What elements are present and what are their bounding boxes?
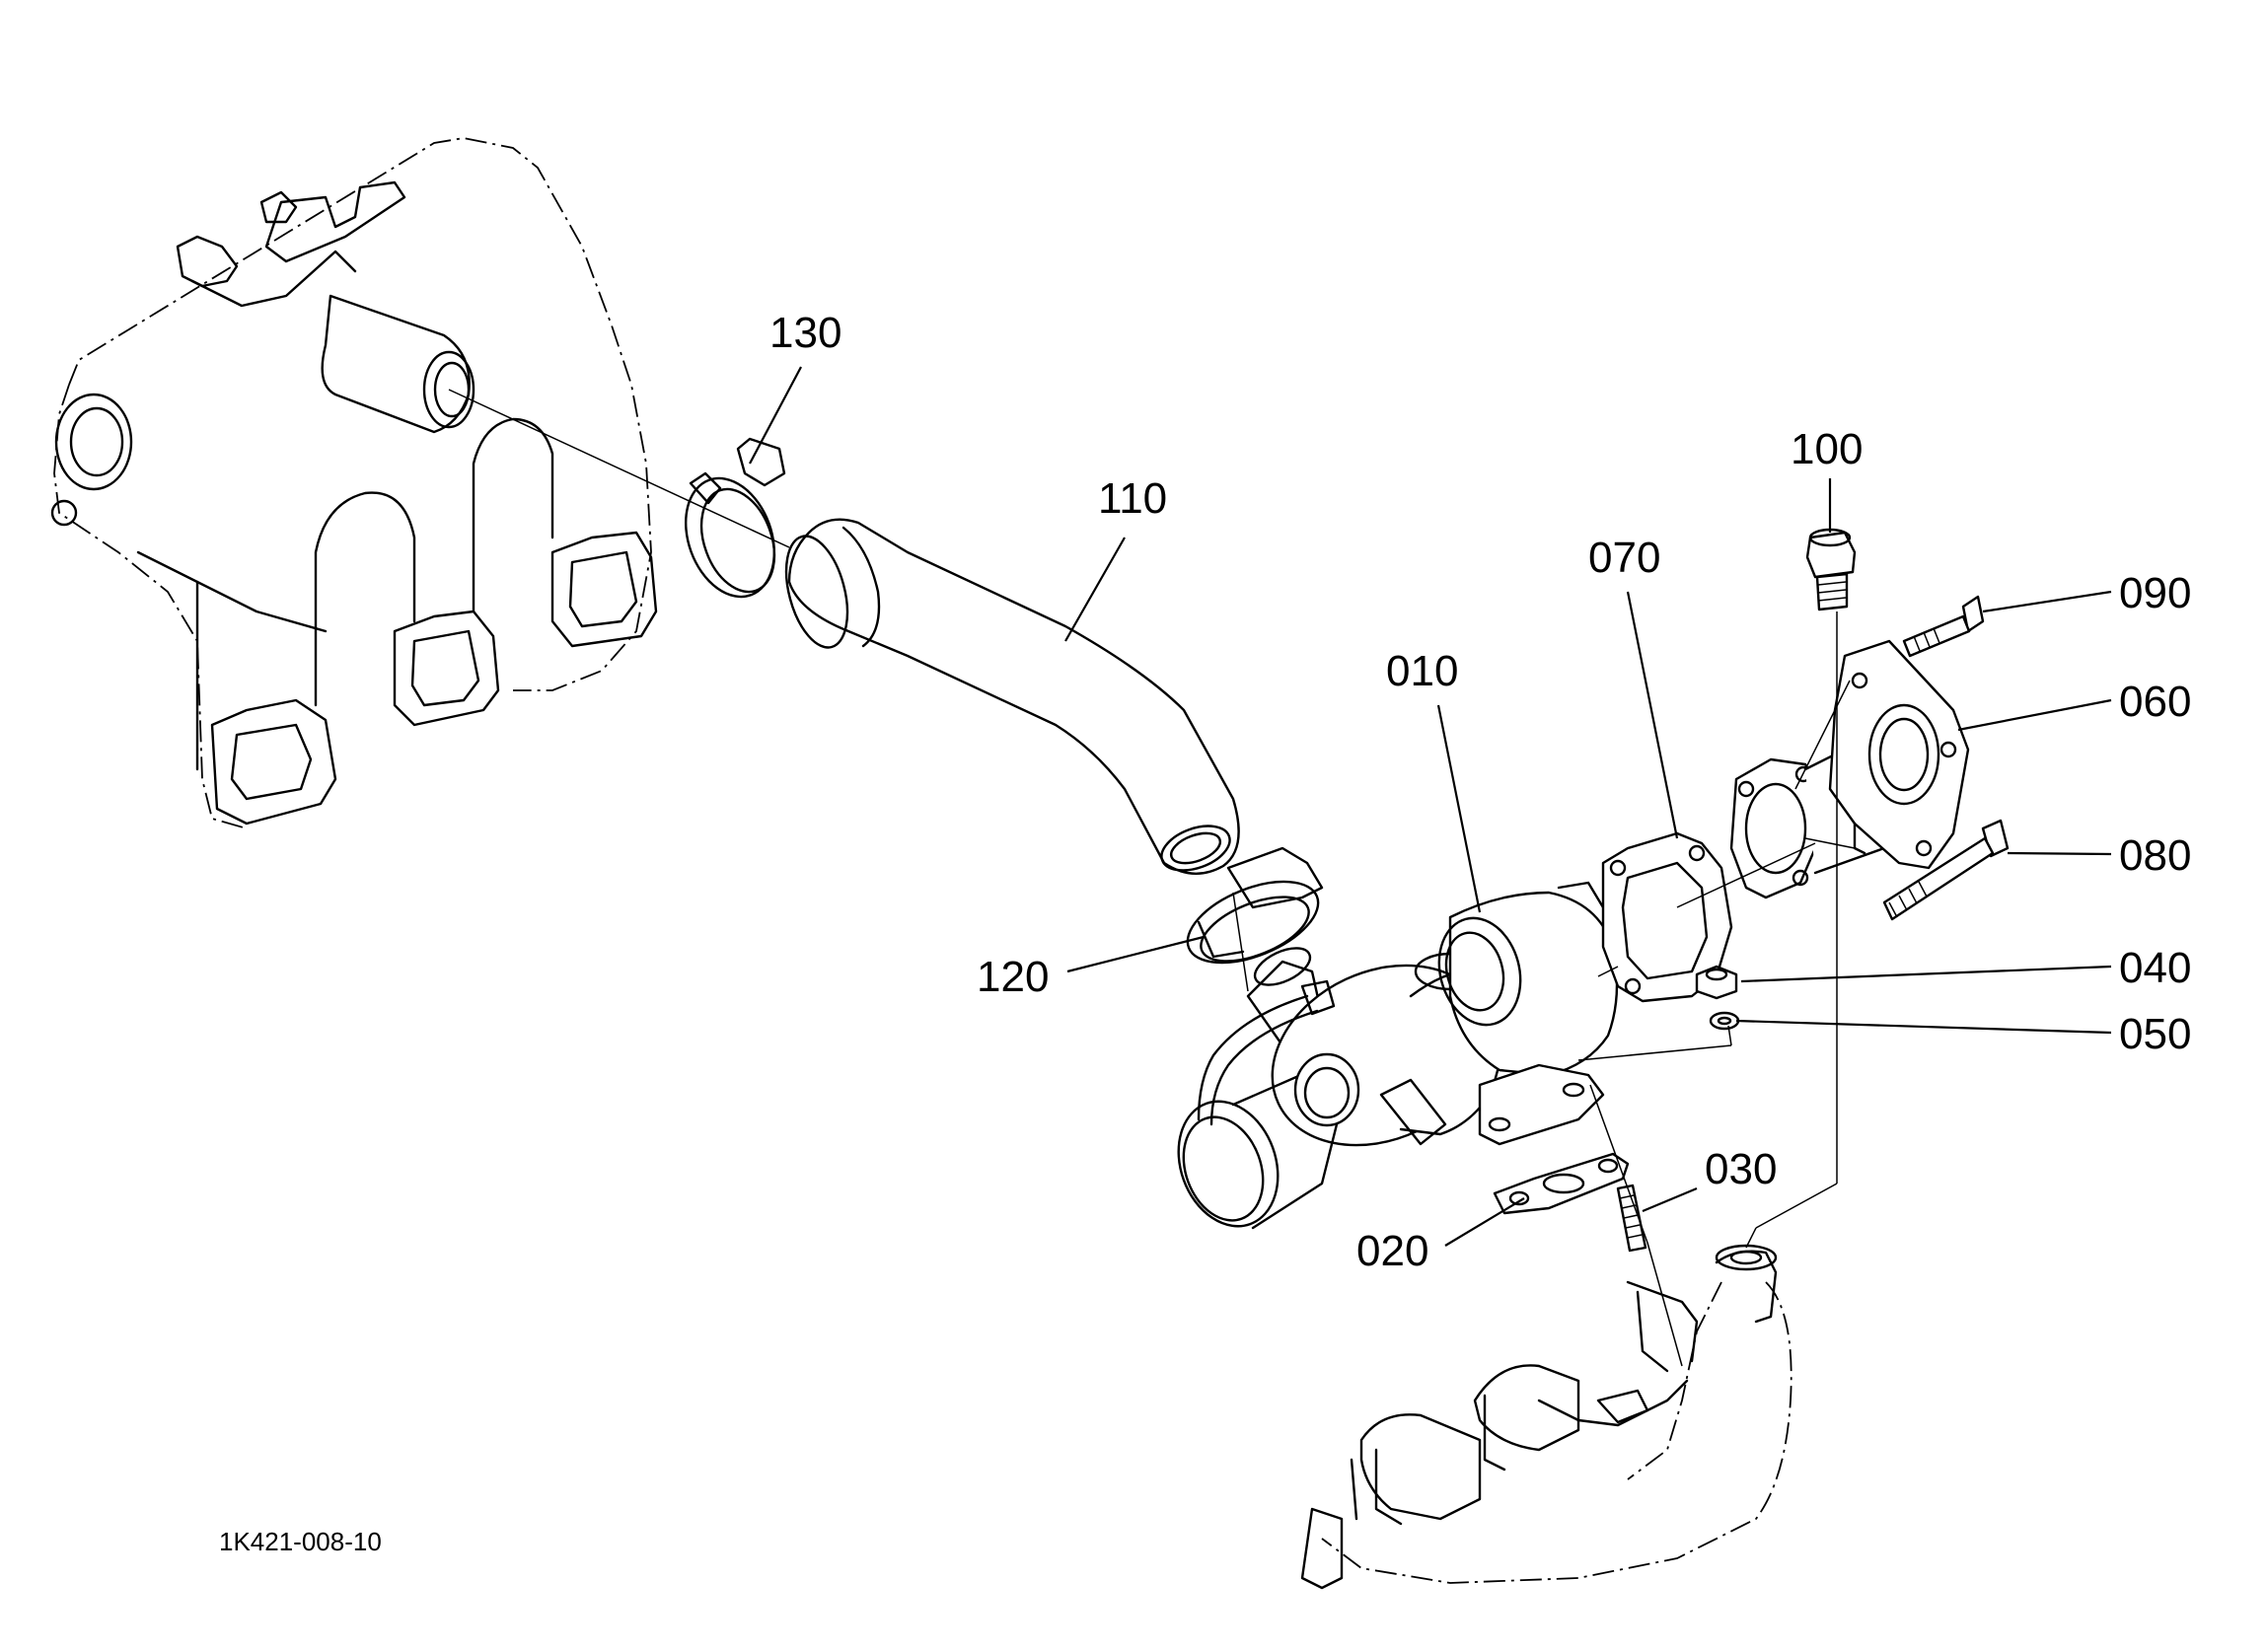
nut-040 <box>1695 965 1738 1000</box>
callout-070: 070 <box>1588 534 1660 582</box>
leader-lines <box>749 366 2112 1247</box>
center-line-intake <box>448 389 790 548</box>
callout-060: 060 <box>2119 678 2191 726</box>
washer-050 <box>1709 1011 1740 1031</box>
callout-090: 090 <box>2119 569 2191 617</box>
intake-manifold-outline <box>50 137 658 829</box>
callout-110: 110 <box>1098 474 1167 523</box>
drawing-number: 1K421-008-10 <box>219 1527 382 1556</box>
callout-120: 120 <box>977 953 1049 1001</box>
exhaust-manifold-outline <box>1300 1244 1792 1590</box>
gasket-070 <box>1601 831 1733 1003</box>
turbocharger-010 <box>1177 881 1619 1230</box>
callout-080: 080 <box>2119 831 2191 880</box>
elbow-flange-060 <box>1729 639 1970 899</box>
stud-030 <box>1616 1184 1647 1253</box>
hose-clamp-120 <box>1186 846 1324 965</box>
callout-labels: 130 110 100 070 010 090 060 080 040 050 … <box>769 309 2191 1275</box>
callout-050: 050 <box>2119 1010 2191 1058</box>
bolt-080 <box>1882 819 2010 921</box>
bolt-090 <box>1902 595 1985 658</box>
callout-100: 100 <box>1791 425 1863 473</box>
callout-020: 020 <box>1356 1227 1428 1275</box>
assembly-lines <box>1232 611 1856 1367</box>
hose-clamp-130 <box>684 437 786 599</box>
hose-110 <box>784 518 1240 876</box>
gasket-020 <box>1493 1152 1630 1215</box>
callout-040: 040 <box>2119 944 2191 992</box>
plug-100 <box>1805 528 1857 611</box>
callout-010: 010 <box>1386 647 1458 695</box>
callout-030: 030 <box>1705 1145 1777 1193</box>
callout-130: 130 <box>769 309 841 357</box>
